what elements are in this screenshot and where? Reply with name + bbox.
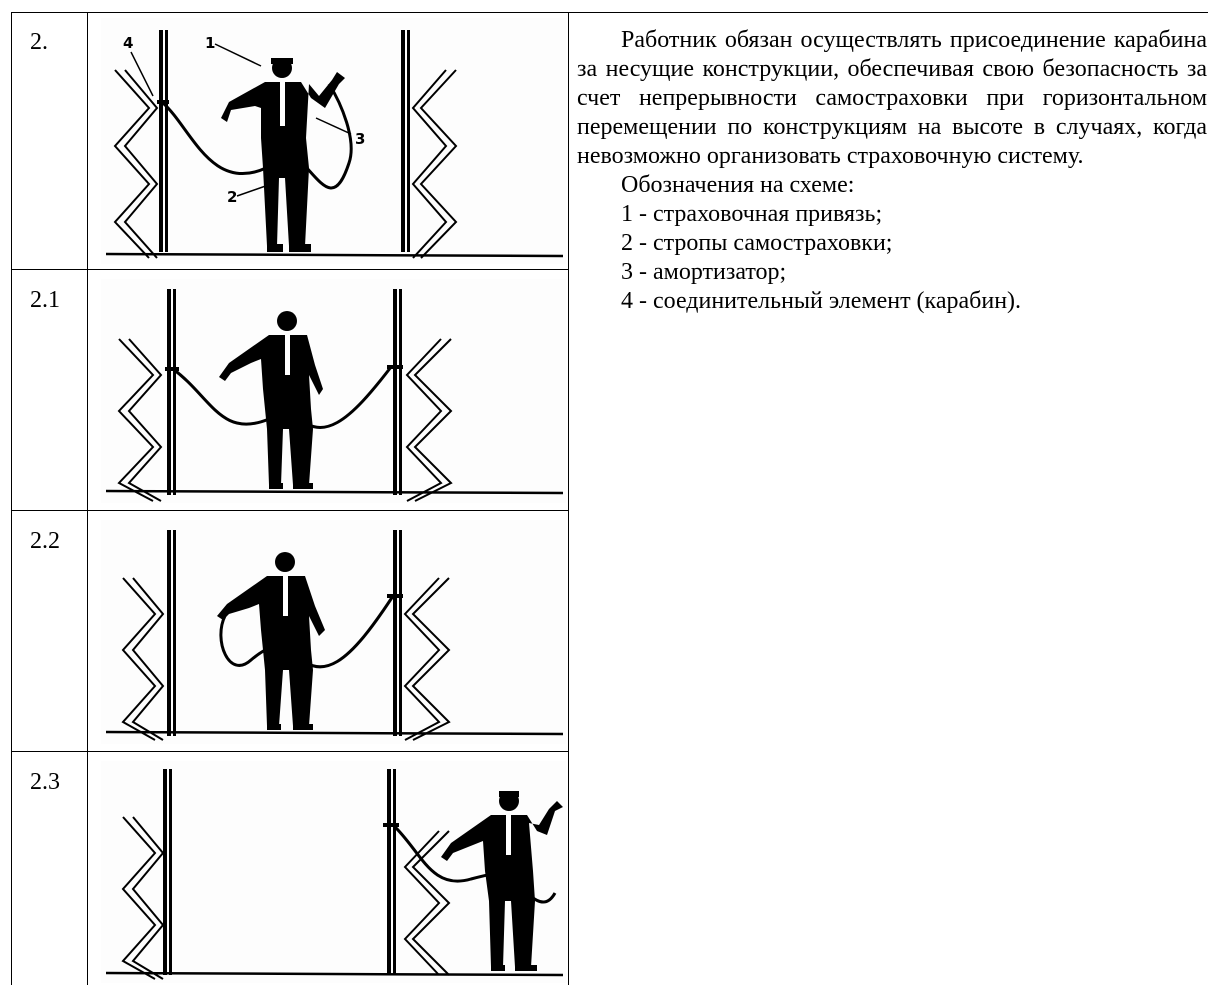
row-divider-3 (11, 751, 569, 752)
table-border-top (11, 12, 1208, 13)
row-number: 2.3 (30, 769, 60, 795)
legend-item-carabiner: 4 - соединительный элемент (карабин). (621, 288, 1022, 314)
legend-item-harness: 1 - страховочная привязь; (621, 201, 883, 227)
description-block: Работник обязан осуществлять присоединен… (577, 26, 1207, 316)
legend-item-lanyards: 2 - стропы самостраховки; (621, 230, 893, 256)
callout-1: 1 (205, 34, 215, 52)
figure-moved-to-next-structure (101, 761, 566, 983)
callout-3: 3 (355, 130, 365, 148)
row-number: 2.2 (30, 528, 60, 554)
table-border-right (568, 12, 569, 985)
row-number: 2. (30, 29, 48, 55)
row-number: 2.1 (30, 287, 60, 313)
legend-title: Обозначения на схеме: (621, 172, 855, 198)
table-border-middle (87, 12, 88, 985)
row-divider-2 (11, 510, 569, 511)
figure-two-lanyards-attached (101, 279, 566, 503)
description-paragraph: Работник обязан осуществлять присоединен… (577, 27, 1207, 169)
legend-list: 1 - страховочная привязь; 2 - стропы сам… (577, 200, 1207, 316)
callout-4: 4 (123, 34, 133, 52)
row-divider-1 (11, 269, 569, 270)
figure-one-lanyard-detached (101, 520, 566, 744)
legend-item-absorber: 3 - амортизатор; (621, 259, 787, 285)
table-border-left (11, 12, 12, 985)
callout-2: 2 (227, 188, 237, 206)
figure-worker-lanyard-attached: 4 1 3 2 (101, 18, 566, 264)
